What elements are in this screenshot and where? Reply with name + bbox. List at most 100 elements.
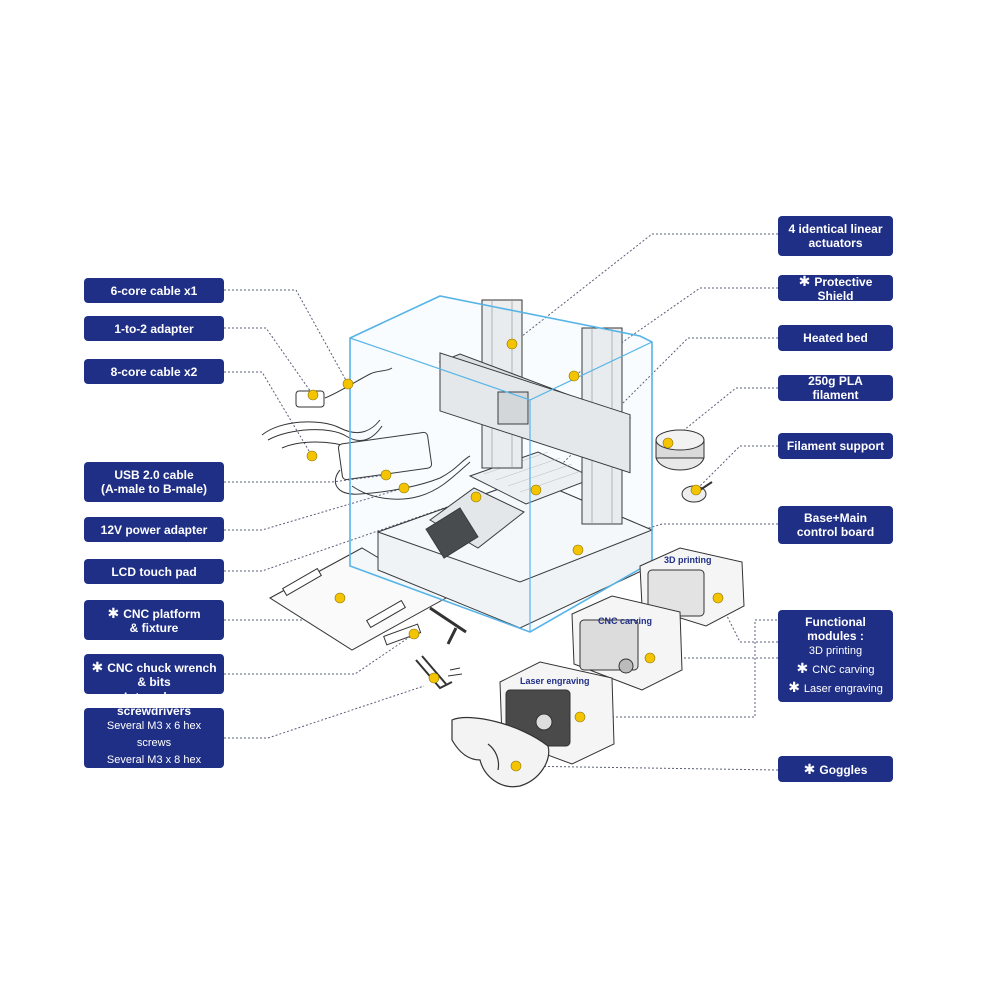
goggles-part <box>451 716 550 788</box>
label-lcd-touch-pad: LCD touch pad <box>84 559 224 584</box>
label-base-board-text: Base+Main control board <box>796 511 875 539</box>
dot-six-core <box>342 378 354 390</box>
leader-power <box>224 487 405 531</box>
label-module-cnc: CNC carving <box>812 663 875 676</box>
goggles-illustration <box>451 716 550 788</box>
label-pla-filament-text: 250g PLA filament <box>808 374 863 402</box>
hex-screws <box>447 667 463 677</box>
label-linear-actuators-text: 4 identical linear actuators <box>788 222 883 250</box>
dot-power <box>398 482 410 494</box>
label-functional-modules-title: Functional modules : <box>805 614 866 643</box>
goggles-lens-divider <box>487 743 500 771</box>
spool-top <box>655 429 705 451</box>
leader-hex <box>224 685 425 739</box>
dot-pla <box>662 437 674 449</box>
dot-wrench <box>408 628 420 640</box>
dot-cnc-platform <box>334 592 346 604</box>
cnc-spindle <box>618 658 634 674</box>
modules-illustration <box>499 547 745 765</box>
label-pla-filament: 250g PLA filament <box>778 374 893 402</box>
label-filament-support-text: Filament support <box>786 439 885 453</box>
leader-lcd <box>224 496 477 572</box>
eight-core-cable-part-a <box>261 419 381 436</box>
dot-shield <box>568 370 580 382</box>
hex-driver-b <box>421 655 447 685</box>
six-core-cable-part <box>324 367 393 399</box>
label-base-board: Base+Main control board <box>778 506 893 544</box>
leader-3d-module <box>717 597 778 643</box>
module-cnc-face <box>579 619 639 671</box>
usb-cable <box>351 461 471 500</box>
leader-pla <box>667 387 778 444</box>
wrench-part <box>429 606 467 645</box>
star-icon: ✱ <box>788 678 800 695</box>
bit-part <box>383 623 422 646</box>
label-six-core-cable: 6-core cable x1 <box>84 278 224 303</box>
label-hex-line3: Several M3 x 8 hex screws <box>106 754 202 783</box>
fixture-left <box>281 567 323 597</box>
leader-eight-core <box>224 371 313 457</box>
label-linear-actuators: 4 identical linear actuators <box>778 216 893 256</box>
label-cnc-platform-line1: ✱CNC platform <box>107 606 200 621</box>
label-protective-shield-row: ✱Protective Shield <box>784 274 887 303</box>
label-goggles-row: ✱Goggles <box>804 762 868 777</box>
label-power-adapter-text: 12V power adapter <box>100 522 208 537</box>
label-hex-line2: Several M3 x 6 hex screws <box>106 720 202 749</box>
label-cnc-wrench: ✱CNC chuck wrench & bits <box>84 654 224 694</box>
leader-actuators <box>511 233 778 345</box>
label-adapter: 1-to-2 adapter <box>84 316 224 341</box>
dot-adapter <box>307 389 319 401</box>
module-cnc-title: CNC carving <box>598 616 653 626</box>
label-cnc-wrench-line2: & bits <box>137 674 171 689</box>
leader-usb <box>224 474 387 483</box>
dot-lcd <box>470 491 482 503</box>
dot-3d-module <box>712 592 724 604</box>
dot-support <box>690 484 702 496</box>
star-icon: ✱ <box>91 658 104 675</box>
dot-goggles <box>510 760 522 772</box>
label-adapter-text: 1-to-2 adapter <box>114 321 194 336</box>
label-module-laser-row: ✱Laser engraving <box>788 679 883 698</box>
label-protective-shield-text: Protective Shield <box>814 274 873 303</box>
label-usb-cable: USB 2.0 cable (A-male to B-male) <box>84 462 224 502</box>
label-power-adapter: 12V power adapter <box>84 517 224 542</box>
label-filament-support: Filament support <box>778 433 893 459</box>
eight-core-cable-part-b <box>267 425 383 441</box>
dot-laser-module <box>574 711 586 723</box>
star-icon: ✱ <box>107 604 120 621</box>
label-hex-screwdrivers: L-type hex screwdrivers Several M3 x 6 h… <box>84 690 224 783</box>
label-eight-core-cable-text: 8-core cable x2 <box>110 364 198 379</box>
label-module-laser: Laser engraving <box>803 682 883 695</box>
fixture-right <box>365 599 407 629</box>
label-usb-cable-line1: USB 2.0 cable <box>114 468 194 482</box>
label-lcd-touch-pad-text: LCD touch pad <box>111 564 197 579</box>
label-protective-shield: ✱Protective Shield <box>778 274 893 303</box>
label-goggles-text: Goggles <box>819 762 868 777</box>
machine-illustration <box>349 295 654 633</box>
label-cnc-wrench-line1-text: CNC chuck wrench <box>107 660 217 675</box>
label-module-cnc-row: ✱CNC carving <box>796 660 874 679</box>
lcd-block <box>425 507 479 559</box>
dot-base <box>572 544 584 556</box>
label-functional-modules: Functional modules : 3D printing ✱CNC ca… <box>778 610 893 702</box>
leader-adapter <box>224 327 314 396</box>
module-3d-title: 3D printing <box>664 555 712 565</box>
accessories-illustration <box>261 367 471 690</box>
dot-heated-bed <box>530 484 542 496</box>
label-cnc-platform: ✱CNC platform & fixture <box>84 600 224 640</box>
module-laser-title: Laser engraving <box>520 676 590 686</box>
label-eight-core-cable: 8-core cable x2 <box>84 359 224 384</box>
dot-actuators <box>506 338 518 350</box>
leader-six-core <box>224 289 349 385</box>
label-usb-cable-line2: (A-male to B-male) <box>100 482 207 496</box>
label-heated-bed: Heated bed <box>778 325 893 351</box>
dot-cnc-module <box>644 652 656 664</box>
star-icon: ✱ <box>798 272 811 289</box>
label-heated-bed-text: Heated bed <box>803 331 868 345</box>
gantry-beam <box>439 352 631 474</box>
label-six-core-cable-text: 6-core cable x1 <box>110 283 198 298</box>
dot-hex <box>428 672 440 684</box>
laser-lens <box>535 713 553 731</box>
label-module-3d: 3D printing <box>808 644 863 657</box>
shield-edge <box>349 337 653 632</box>
